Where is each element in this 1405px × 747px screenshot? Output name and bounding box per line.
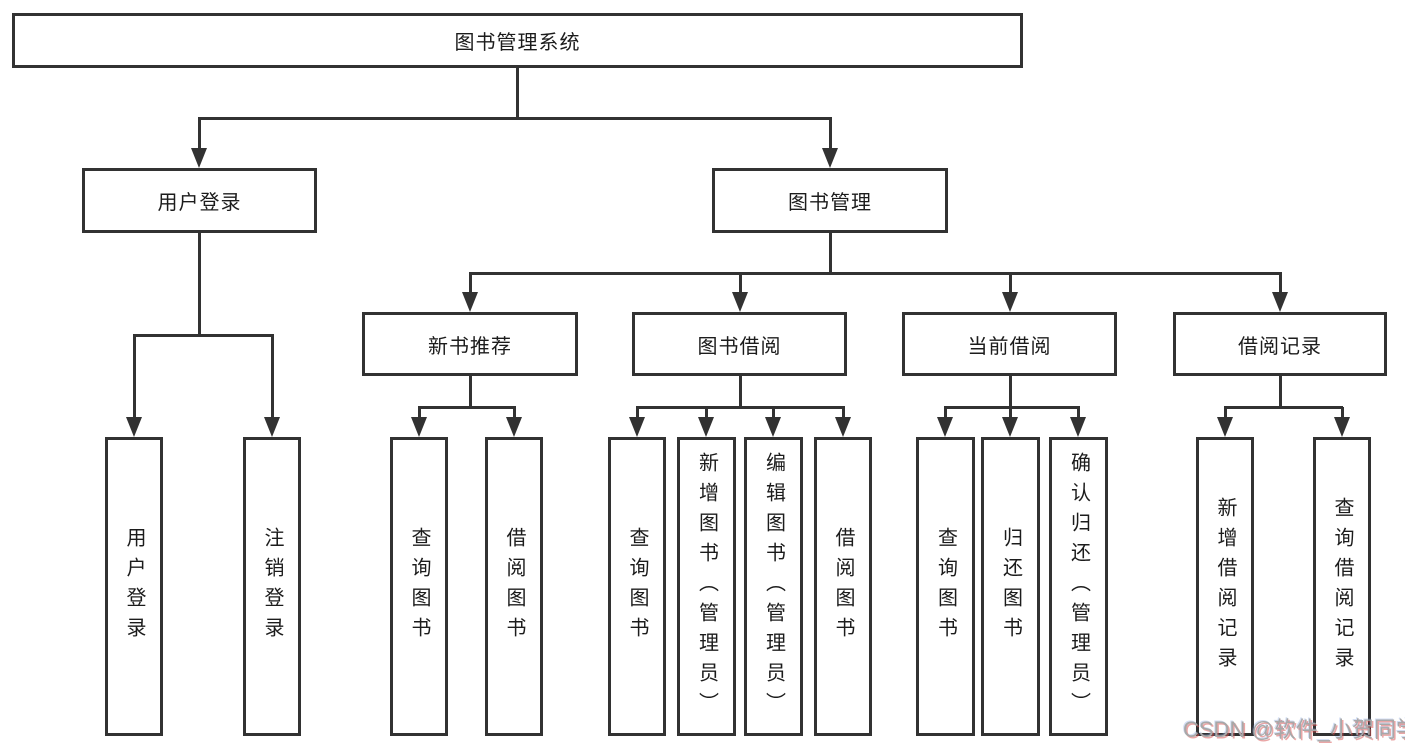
connector-line — [468, 271, 1282, 275]
leaf-add-book-admin: 新增图书（管理员） — [677, 437, 736, 736]
arrowhead-icon — [835, 417, 851, 437]
connector-line — [704, 407, 708, 419]
leaf-edit-book-admin-label: 编辑图书（管理员） — [762, 451, 785, 722]
connector-line — [468, 376, 472, 408]
node-borrowing-records: 借阅记录 — [1173, 312, 1387, 376]
leaf-query-borrow-record: 查询借阅记录 — [1313, 437, 1371, 736]
leaf-return-books: 归还图书 — [981, 437, 1040, 736]
node-book-borrowing-label: 图书借阅 — [697, 335, 782, 358]
connector-line — [943, 405, 1080, 409]
watermark-text: CSDN @软件_小贺同学 — [1183, 717, 1405, 742]
node-current-borrowing: 当前借阅 — [902, 312, 1117, 376]
connector-line — [197, 118, 201, 151]
arrowhead-icon — [1272, 292, 1288, 312]
leaf-add-borrow-record: 新增借阅记录 — [1196, 437, 1254, 736]
connector-line — [197, 116, 832, 120]
arrowhead-icon — [822, 148, 838, 168]
connector-line — [197, 233, 201, 336]
connector-line — [1223, 407, 1227, 419]
arrowhead-icon — [698, 417, 714, 437]
leaf-add-borrow-record-label: 新增借阅记录 — [1214, 496, 1236, 677]
connector-line — [1340, 407, 1344, 419]
node-current-borrowing-label: 当前借阅 — [967, 335, 1052, 358]
leaf-user-login: 用户登录 — [105, 437, 163, 736]
leaf-confirm-return-admin: 确认归还（管理员） — [1049, 437, 1108, 736]
leaf-query-books-borrow-label: 查询图书 — [626, 526, 648, 647]
arrowhead-icon — [1334, 417, 1350, 437]
connector-line — [1008, 273, 1012, 294]
connector-line — [417, 405, 516, 409]
leaf-query-books-newbook: 查询图书 — [390, 437, 448, 736]
node-root: 图书管理系统 — [12, 13, 1023, 68]
node-root-label: 图书管理系统 — [454, 32, 581, 54]
connector-line — [468, 273, 472, 294]
connector-line — [270, 335, 274, 419]
arrowhead-icon — [732, 292, 748, 312]
arrowhead-icon — [1070, 417, 1086, 437]
node-borrowing-records-label: 借阅记录 — [1238, 335, 1322, 358]
leaf-query-books-current-label: 查询图书 — [934, 526, 957, 647]
leaf-return-books-label: 归还图书 — [999, 526, 1022, 647]
connector-line — [512, 407, 516, 419]
arrowhead-icon — [1217, 417, 1233, 437]
node-book-management: 图书管理 — [712, 168, 948, 233]
leaf-confirm-return-admin-label: 确认归还（管理员） — [1067, 451, 1090, 722]
connector-line — [635, 405, 845, 409]
connector-line — [417, 407, 421, 419]
leaf-query-borrow-record-label: 查询借阅记录 — [1331, 496, 1353, 677]
connector-line — [771, 407, 775, 419]
node-book-borrowing: 图书借阅 — [632, 312, 847, 376]
arrowhead-icon — [264, 417, 280, 437]
leaf-edit-book-admin: 编辑图书（管理员） — [744, 437, 803, 736]
leaf-add-book-admin-label: 新增图书（管理员） — [695, 451, 718, 722]
connector-line — [1008, 407, 1012, 419]
node-new-book-recommendation: 新书推荐 — [362, 312, 578, 376]
arrowhead-icon — [1002, 417, 1018, 437]
node-user-login-label: 用户登录 — [157, 192, 242, 214]
connector-line — [1008, 376, 1012, 408]
leaf-user-login-label: 用户登录 — [123, 526, 145, 647]
arrowhead-icon — [462, 292, 478, 312]
leaf-borrow-books-borrow: 借阅图书 — [814, 437, 872, 736]
arrowhead-icon — [126, 417, 142, 437]
connector-line — [738, 376, 742, 408]
connector-line — [943, 407, 947, 419]
connector-line — [132, 333, 274, 337]
node-book-management-label: 图书管理 — [788, 192, 872, 214]
connector-line — [828, 118, 832, 151]
connector-line — [738, 273, 742, 294]
node-new-book-recommendation-label: 新书推荐 — [428, 335, 512, 358]
connector-line — [1076, 407, 1080, 419]
leaf-borrow-books-newbook-label: 借阅图书 — [503, 526, 525, 647]
connector-line — [828, 233, 832, 274]
leaf-logout-label: 注销登录 — [261, 526, 283, 647]
arrowhead-icon — [629, 417, 645, 437]
arrowhead-icon — [765, 417, 781, 437]
arrowhead-icon — [191, 148, 207, 168]
leaf-borrow-books-borrow-label: 借阅图书 — [832, 526, 854, 647]
connector-line — [1223, 405, 1343, 409]
connector-line — [515, 68, 519, 118]
arrowhead-icon — [1002, 292, 1018, 312]
connector-line — [635, 407, 639, 419]
node-user-login: 用户登录 — [82, 168, 317, 233]
leaf-query-books-borrow: 查询图书 — [608, 437, 666, 736]
leaf-query-books-newbook-label: 查询图书 — [408, 526, 430, 647]
connector-line — [1278, 376, 1282, 408]
leaf-query-books-current: 查询图书 — [916, 437, 975, 736]
leaf-logout: 注销登录 — [243, 437, 301, 736]
connector-line — [841, 407, 845, 419]
arrowhead-icon — [937, 417, 953, 437]
arrowhead-icon — [411, 417, 427, 437]
connector-line — [1278, 273, 1282, 294]
connector-line — [132, 335, 136, 419]
leaf-borrow-books-newbook: 借阅图书 — [485, 437, 543, 736]
arrowhead-icon — [506, 417, 522, 437]
